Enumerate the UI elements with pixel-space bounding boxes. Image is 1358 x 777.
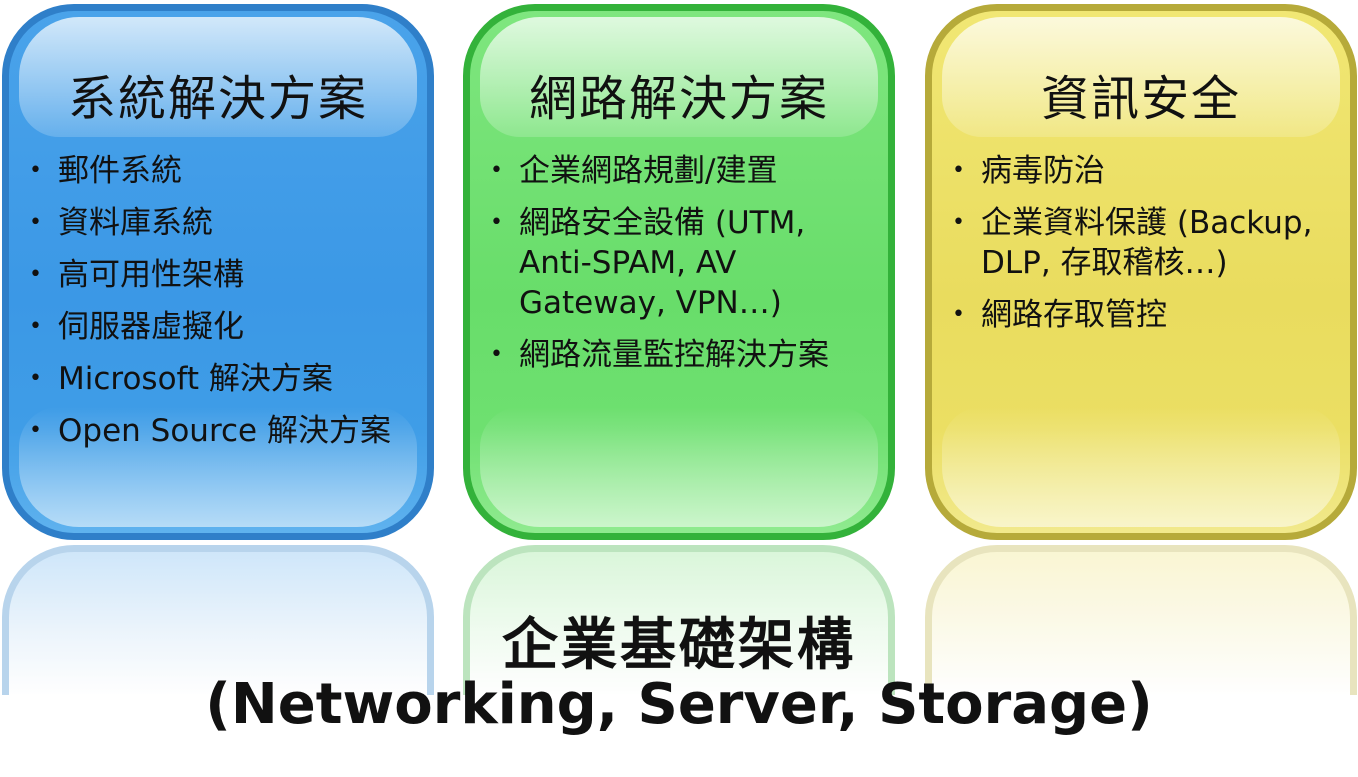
card-glow [480, 407, 878, 527]
bullet-icon: • [29, 314, 42, 339]
card-glow [19, 407, 417, 527]
list-item: • 企業資料保護 (Backup, DLP, 存取稽核…) [950, 203, 1338, 283]
list-item: • 高可用性架構 [27, 255, 415, 295]
bullet-icon: • [490, 158, 503, 183]
card-gloss [19, 17, 417, 137]
card-title: 網路解決方案 [528, 71, 829, 127]
card-title: 資訊安全 [1040, 71, 1241, 127]
list-item-text: 高可用性架構 [58, 257, 244, 293]
card-glow [942, 407, 1340, 527]
bullet-icon: • [952, 158, 965, 183]
network-solutions-card: 網路解決方案 • 企業網路規劃/建置 • 網路安全設備 (UTM, Anti-SPA… [463, 4, 895, 540]
list-item-text: 企業資料保護 (Backup, DLP, 存取稽核…) [981, 205, 1313, 281]
list-item-text: 伺服器虛擬化 [58, 309, 244, 345]
list-item: • Microsoft 解決方案 [27, 359, 415, 399]
card-list: • 郵件系統 • 資料庫系統 • 高可用性架構 • 伺服器虛擬化 • Microsoft … [27, 151, 415, 463]
list-item: • 伺服器虛擬化 [27, 307, 415, 347]
list-item-text: 企業網路規劃/建置 [519, 153, 778, 189]
list-item-text: 資料庫系統 [58, 205, 213, 241]
card-gloss [480, 17, 878, 137]
bullet-icon: • [29, 262, 42, 287]
system-solutions-card: 系統解決方案 • 郵件系統 • 資料庫系統 • 高可用性架構 • 伺服器虛擬化 • Mic… [2, 4, 434, 540]
card-title: 系統解決方案 [67, 71, 368, 127]
list-item: • 病毒防治 [950, 151, 1338, 191]
bullet-icon: • [29, 418, 42, 443]
list-item-text: 網路存取管控 [981, 297, 1167, 333]
card-reflection [463, 545, 895, 695]
bullet-icon: • [29, 366, 42, 391]
base-subtitle: (Networking, Server, Storage) [205, 672, 1153, 737]
list-item: • Open Source 解決方案 [27, 411, 415, 451]
base-title: 企業基礎架構 [502, 613, 856, 678]
card-list: • 企業網路規劃/建置 • 網路安全設備 (UTM, Anti-SPAM, AV G… [488, 151, 876, 387]
list-item: • 郵件系統 [27, 151, 415, 191]
list-item-text: 郵件系統 [58, 153, 182, 189]
list-item-text: 病毒防治 [981, 153, 1105, 189]
bullet-icon: • [490, 210, 503, 235]
list-item: • 資料庫系統 [27, 203, 415, 243]
information-security-card: 資訊安全 • 病毒防治 • 企業資料保護 (Backup, DLP, 存取稽核…) … [925, 4, 1357, 540]
list-item: • 網路存取管控 [950, 295, 1338, 335]
card-list: • 病毒防治 • 企業資料保護 (Backup, DLP, 存取稽核…) • 網路存取… [950, 151, 1338, 347]
bullet-icon: • [29, 158, 42, 183]
list-item-text: Open Source 解決方案 [58, 413, 391, 449]
list-item-text: 網路安全設備 (UTM, Anti-SPAM, AV Gateway, VPN…… [519, 205, 806, 321]
bullet-icon: • [952, 210, 965, 235]
list-item: • 企業網路規劃/建置 [488, 151, 876, 191]
list-item: • 網路流量監控解決方案 [488, 335, 876, 375]
card-gloss [942, 17, 1340, 137]
list-item: • 網路安全設備 (UTM, Anti-SPAM, AV Gateway, VPN… [488, 203, 876, 323]
list-item-text: Microsoft 解決方案 [58, 361, 333, 397]
list-item-text: 網路流量監控解決方案 [519, 337, 829, 373]
bullet-icon: • [29, 210, 42, 235]
bullet-icon: • [490, 342, 503, 367]
bullet-icon: • [952, 302, 965, 327]
card-reflection [2, 545, 434, 695]
card-reflection [925, 545, 1357, 695]
